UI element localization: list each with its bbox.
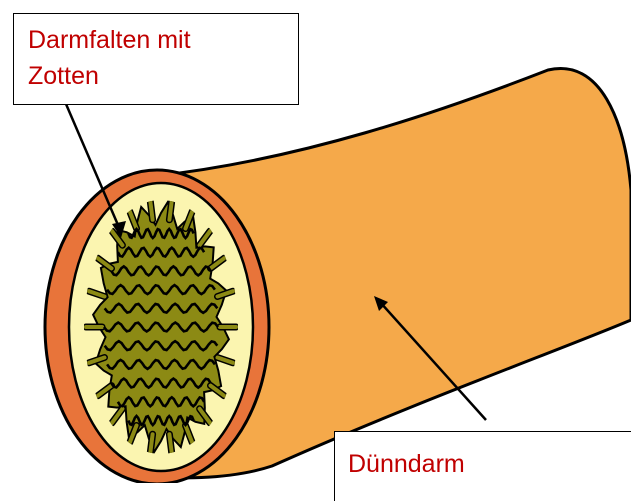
folds-label-line1: Darmfalten mit: [28, 22, 298, 58]
folds-label-line2: Zotten: [28, 58, 298, 94]
villus-fill: [150, 201, 152, 220]
villus-fill: [169, 434, 171, 453]
intestine-label-box: Dünndarm: [334, 431, 631, 501]
folds-label-box: Darmfalten mit Zotten: [13, 13, 299, 105]
villus-fill: [169, 201, 171, 220]
villus-fill: [150, 434, 152, 453]
intestine-label: Dünndarm: [348, 446, 631, 482]
